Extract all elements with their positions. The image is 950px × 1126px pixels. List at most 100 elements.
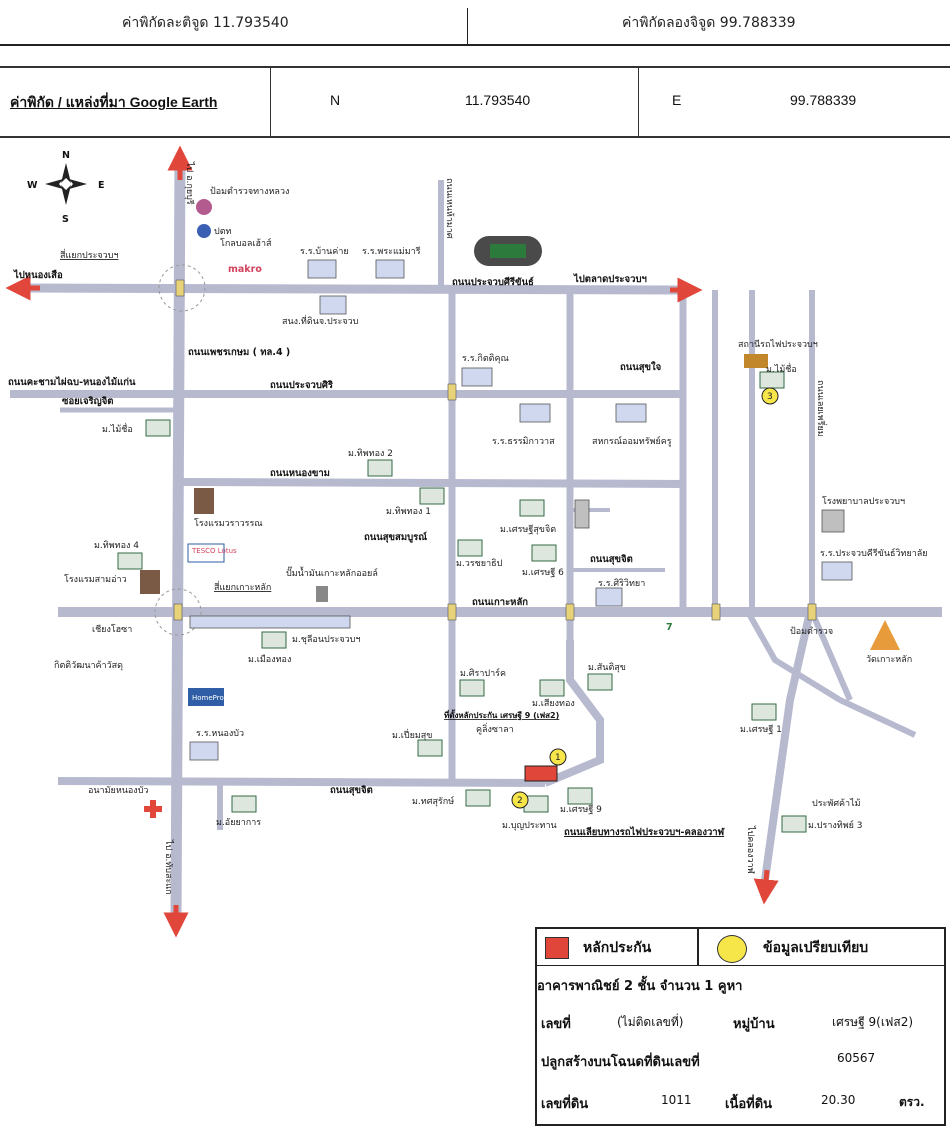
north-value: 11.793540 xyxy=(465,92,531,108)
dir-market: ไปตลาดประจวบฯ xyxy=(573,273,647,285)
place-v-setthi-suk: ม.เศรษฐีสุขจิต xyxy=(500,524,556,535)
place-v-boonprachan: ม.บุญประทาน xyxy=(502,821,557,831)
label-soi-charoen: ซอยเจริญจิต xyxy=(62,396,113,407)
place-hotel-sam: โรงแรมสามอ่าว xyxy=(64,574,127,585)
hotel-icon xyxy=(194,488,214,514)
place-v-setthi1: ม.เศรษฐี 1 xyxy=(740,724,782,735)
checkpoint-icon xyxy=(196,199,212,215)
road-suk-jit xyxy=(57,777,546,787)
place-v-tiptong4: ม.ทิพทอง 4 xyxy=(94,540,139,551)
place-v-sirapark: ม.ศิราปาร์ค xyxy=(460,667,506,679)
legend-divider xyxy=(697,929,699,965)
place-klong-toey: เชียงโฮซา xyxy=(92,624,132,635)
legend-village-value: เศรษฐี 9(เฟส2) xyxy=(832,1015,914,1029)
village-icons xyxy=(117,371,807,833)
road-rail-south xyxy=(761,611,814,881)
dir-kui: ไป อ.กุยบุรี xyxy=(184,161,195,205)
legend-deed-label: ปลูกสร้างบนโฉนดที่ดินเลขที่ xyxy=(541,1055,700,1070)
road-nong-kham xyxy=(179,478,686,488)
legend-no-value: (ไม่ติดเลขที่) xyxy=(617,1015,684,1029)
place-v-waraporn: ม.วรชยาธิป xyxy=(456,558,503,569)
label-petkasem: ถนนเพชรเกษม ( ทล.4 ) xyxy=(188,347,290,358)
homepro-logo xyxy=(188,688,224,706)
label-prachuap-siri: ถนนประจวบศิริ xyxy=(270,379,334,391)
road-prachuap-sirikhan xyxy=(19,283,691,295)
legend-land-no-value: 1011 xyxy=(661,1093,692,1107)
place-checkpoint: ป้อมตำรวจทางหลวง xyxy=(210,186,289,197)
temple-icon xyxy=(870,620,900,650)
compass-s: S xyxy=(62,214,69,225)
label-nong-kham: ถนนหนองขาม xyxy=(270,468,330,479)
place-v-setthi9: ม.เศรษฐี 9 xyxy=(560,804,602,815)
collateral-marker xyxy=(524,765,558,782)
place-coop: สหกรณ์ออมทรัพย์ครู xyxy=(592,435,672,447)
label-suk-somboon: ถนนสุขสมบูรณ์ xyxy=(364,531,427,544)
east-value: 99.788339 xyxy=(790,92,857,108)
place-compare: คูลิ่งซาลา xyxy=(476,722,514,735)
compass-e: E xyxy=(98,180,105,191)
road-petkasem xyxy=(170,159,186,921)
place-gas: ปั๊มน้ำมันเกาะหลักออยล์ xyxy=(286,566,378,579)
header-divider xyxy=(467,8,468,44)
place-kit-wat: กิตติวัฒนาค้าวัสดุ xyxy=(54,660,123,671)
place-school-siri: ร.ร.ศิริวิทยา xyxy=(598,578,645,589)
place-v-tiptong1: ม.ทิพทอง 1 xyxy=(386,506,431,517)
compass-n: N xyxy=(62,150,70,161)
place-hospital: โรงพยาบาลประจวบฯ xyxy=(822,496,905,507)
label-prachuap-sirikhan: ถนนประจวบศีรีขันธ์ xyxy=(452,276,534,288)
place-collateral-note: ที่ตั้งหลักประกัน เศรษฐี 9 (เฟส2) xyxy=(444,709,559,721)
legend-area-unit: ตรว. xyxy=(899,1095,925,1109)
label-rail-parallel: ถนนเลียบทางรถไฟประจวบฯ-คลองวาฬ xyxy=(564,826,725,838)
dir-nong-hoi: ไปหนองเสือ xyxy=(13,269,63,281)
place-v-siangtong: ม.เสียงทอง xyxy=(532,698,575,709)
dir-thap-sakae: ไป อ.ทับสะแก xyxy=(163,839,174,895)
north-label: N xyxy=(330,92,341,108)
marker-num-2: 2 xyxy=(517,796,523,806)
place-temple: วัดเกาะหลัก xyxy=(866,655,912,665)
latitude-label: ค่าพิกัดละติจูด 11.793540 xyxy=(122,15,289,31)
road-diagonal-se xyxy=(543,640,604,787)
coordinate-header: ค่าพิกัดละติจูด 11.793540 ค่าพิกัดลองจิจ… xyxy=(0,0,950,46)
hospital-icon xyxy=(144,800,162,818)
source-label: ค่าพิกัด / แหล่งที่มา Google Earth xyxy=(10,94,218,110)
place-v-pimsuk: ม.เปี่ยมสุข xyxy=(392,728,432,741)
coordinate-box: ค่าพิกัด / แหล่งที่มา Google Earth N 11.… xyxy=(0,66,950,138)
comparison-marker-2 xyxy=(511,791,529,809)
label-kha-kor: ถนนเหนห้ามาศ xyxy=(444,178,455,239)
place-v-chuchuen: ม.ชุลีอนประจวบฯ xyxy=(292,634,360,645)
intersection1-label: สี่แยกประจวบฯ xyxy=(60,248,119,261)
place-v-maisue-l: ม.ไม้ชื่อ xyxy=(102,422,133,435)
station-icon xyxy=(744,354,768,368)
place-hotel-wara: โรงแรมวราวรรณ xyxy=(194,518,263,529)
legend-collateral: หลักประกัน xyxy=(583,940,652,956)
legend-deed-value: 60567 xyxy=(837,1051,876,1065)
road-station-branch xyxy=(809,610,853,702)
label-suk-jai: ถนนสุขใจ xyxy=(620,361,661,373)
place-tesco: TESCO Lotus xyxy=(191,547,237,555)
traffic-lights xyxy=(173,279,817,621)
dir-khlong-wan: ไปคลองวาฬ xyxy=(745,825,756,875)
compass-w: W xyxy=(27,180,38,191)
gas-station-icon xyxy=(316,586,328,602)
intersection-prachuap xyxy=(158,264,206,312)
place-pratchaya: ประพัศค้าไม้ xyxy=(812,798,861,809)
legend-area-value: 20.30 xyxy=(821,1093,856,1107)
hotel-icon xyxy=(140,570,160,594)
east-label: E xyxy=(672,92,682,108)
legend-box: หลักประกัน ข้อมูลเปรียบเทียบ อาคารพาณิชย… xyxy=(535,927,946,1126)
homepro-label: HomePro xyxy=(192,694,224,702)
place-land-office: สนง.ที่ดินจ.ประจวบ xyxy=(282,314,359,327)
place-school-phra: ร.ร.พระแม่มารี xyxy=(362,246,421,257)
label-chong-kam: ถนนเลยเพรี่ยม xyxy=(815,380,828,437)
place-station: สถานีรถไฟประจวบฯ xyxy=(738,339,818,350)
label-suk-jit: ถนนสุขจิต xyxy=(330,785,373,796)
comparison-swatch xyxy=(717,935,747,963)
collateral-swatch xyxy=(545,937,569,959)
label-kha-cham: ถนนคะชามไผ่ฉบ-หนองไม้แก่น xyxy=(8,376,136,388)
place-seven-eleven: 7 xyxy=(666,622,673,633)
compass-rose: N S W E xyxy=(27,150,105,225)
place-v-aiyakarn: ม.อัยยาการ xyxy=(216,818,261,828)
place-school-kit: ร.ร.กิตติคุณ xyxy=(462,353,509,364)
legend-header: หลักประกัน ข้อมูลเปรียบเทียบ xyxy=(537,929,944,966)
